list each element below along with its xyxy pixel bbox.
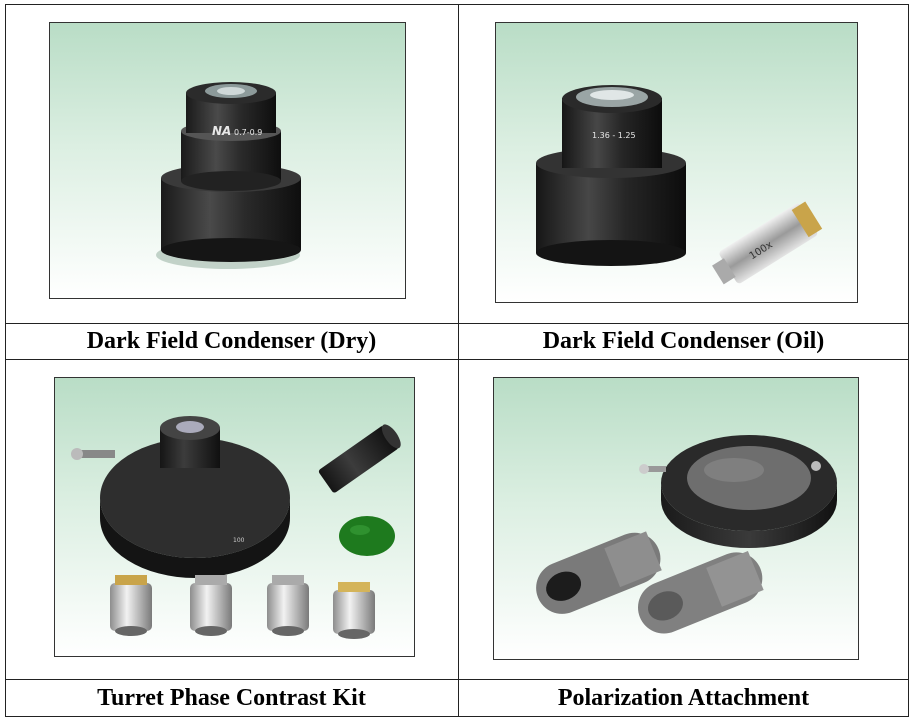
dark-field-oil-image: 1.36 - 1.25 100x	[495, 22, 858, 303]
dry-na-value: 0.7-0.9	[234, 128, 262, 137]
turret-mark: 100	[233, 537, 245, 544]
oil-na-value: 1.36 - 1.25	[592, 131, 636, 140]
row-divider	[6, 359, 908, 360]
row-divider	[6, 679, 908, 680]
polarization-image	[493, 377, 859, 660]
row-divider	[6, 323, 908, 324]
caption-dark-field-oil: Dark Field Condenser (Oil)	[542, 328, 825, 354]
product-table: NA 0.7-0.9 Dark Field Condenser (Dry)	[5, 4, 909, 717]
turret-phase-image: 100	[54, 377, 415, 657]
dry-na-brand: NA	[212, 124, 231, 138]
caption-polarization: Polarization Attachment	[557, 685, 810, 711]
column-divider	[458, 5, 459, 716]
dark-field-dry-image: NA 0.7-0.9	[49, 22, 406, 299]
caption-turret-phase: Turret Phase Contrast Kit	[97, 685, 366, 711]
caption-dark-field-dry: Dark Field Condenser (Dry)	[86, 328, 377, 354]
